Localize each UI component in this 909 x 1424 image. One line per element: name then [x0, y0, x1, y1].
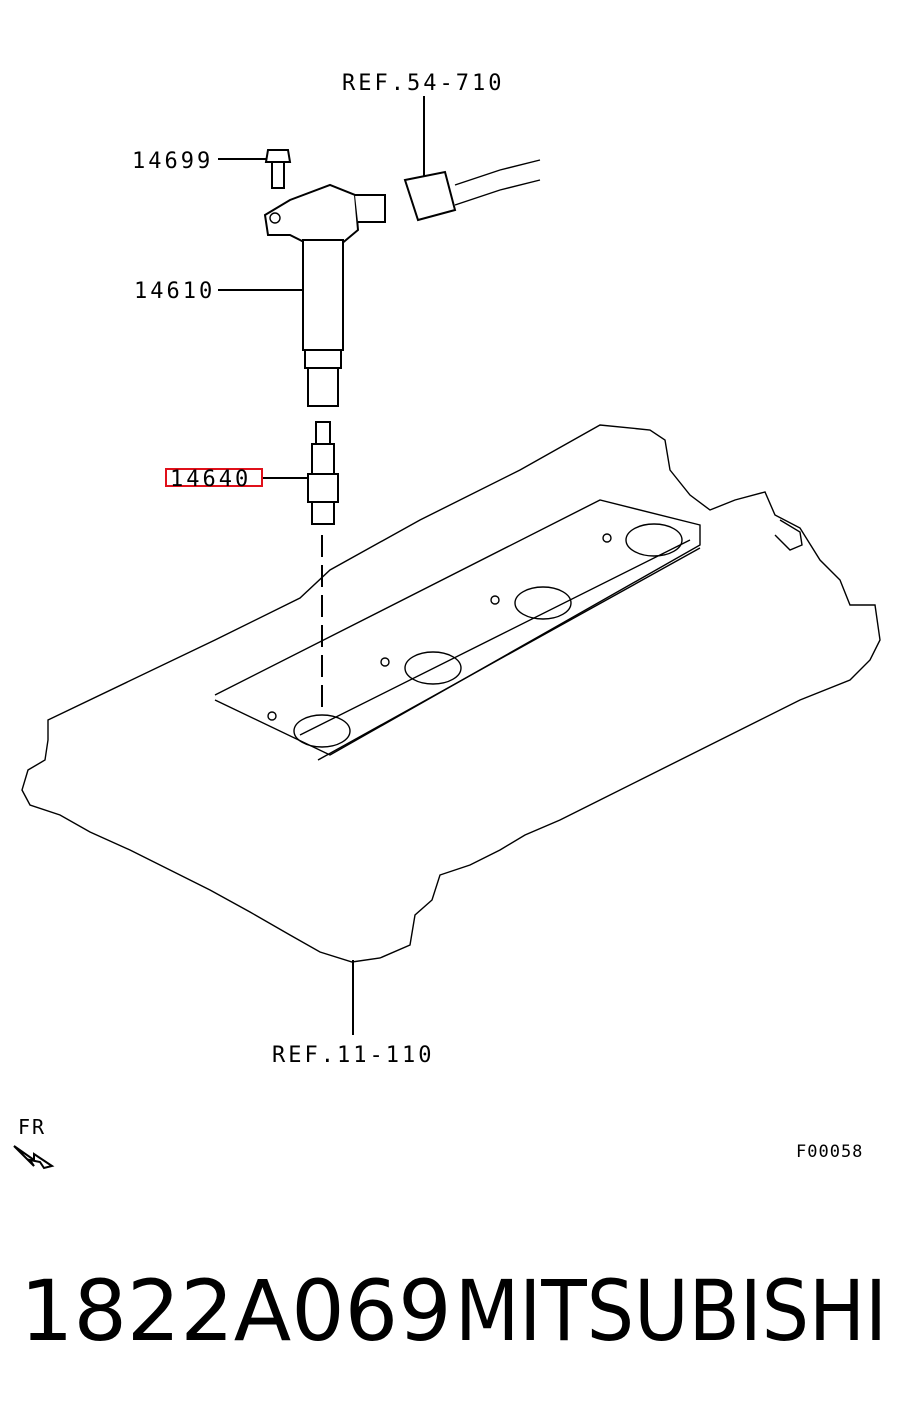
- brand-caption: MITSUBISHI: [455, 1262, 887, 1360]
- part-label-14640[interactable]: 14640: [170, 467, 251, 492]
- spark-plug-part: [307, 421, 339, 525]
- part-number-caption: 1822A069: [20, 1262, 452, 1360]
- valve-cover: [21, 424, 881, 963]
- figure-code: F00058: [796, 1142, 863, 1162]
- front-marker-label: FR: [18, 1115, 46, 1139]
- ref-label-top: REF.54-710: [342, 71, 504, 96]
- part-label-14699[interactable]: 14699: [132, 149, 213, 174]
- front-arrow-icon: [13, 1145, 55, 1170]
- bolt-part: [264, 149, 292, 189]
- highlight-box: [165, 468, 263, 487]
- ignition-coil-part: [263, 183, 386, 407]
- leader-lines: [218, 96, 425, 1035]
- ref-label-bottom: REF.11-110: [272, 1043, 434, 1068]
- connector-part: [403, 159, 541, 222]
- part-label-14610[interactable]: 14610: [134, 279, 215, 304]
